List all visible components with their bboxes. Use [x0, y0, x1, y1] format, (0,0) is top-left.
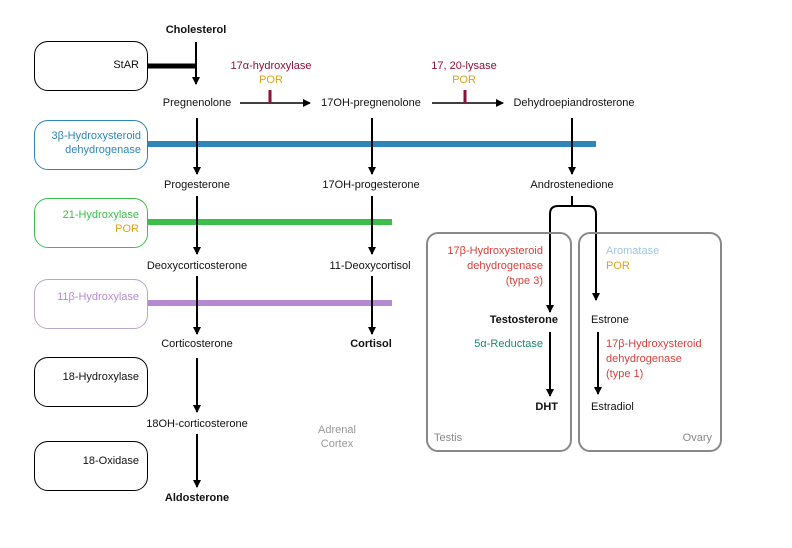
- lyase-por: POR: [452, 74, 476, 86]
- adrenal-label-line2: Cortex: [320, 438, 354, 450]
- oh17-progesterone-label: 17OH-progesterone: [322, 179, 420, 191]
- star-box: StAR: [34, 41, 148, 91]
- oh17-pregnenolone-label: 17OH-pregnenolone: [321, 97, 421, 109]
- hyd18-label: 18-Hydroxylase: [62, 371, 139, 383]
- hyd21-por: POR: [115, 223, 139, 235]
- testosterone-label: Testosterone: [489, 314, 558, 326]
- hydroxylase17a-label: 17α-hydroxylase: [230, 60, 312, 72]
- dhea-label: Dehydroepiandrosterone: [513, 97, 635, 109]
- dht-label: DHT: [535, 401, 558, 413]
- hsd17b3-line2: dehydrogenase: [467, 260, 543, 272]
- hsd3b-box: 3β-Hydroxysteroid dehydrogenase: [34, 120, 148, 170]
- hyd11-label: 11β-Hydroxylase: [57, 291, 139, 303]
- oh18-corticosterone-label: 18OH-corticosterone: [146, 418, 248, 430]
- deoxycortisol-label: 11-Deoxycortisol: [329, 260, 411, 272]
- oxidase18-box: 18-Oxidase: [34, 441, 148, 491]
- andro-split: [549, 196, 596, 300]
- aldosterone-label: Aldosterone: [164, 492, 230, 504]
- lyase-label: 17, 20-lysase: [431, 60, 497, 72]
- hydroxylase17a-por: POR: [259, 74, 283, 86]
- progesterone-label: Progesterone: [163, 179, 231, 191]
- testis-label: Testis: [434, 432, 463, 444]
- adrenal-label-line1: Adrenal: [318, 424, 356, 436]
- hsd17b1-line1: 17β-Hydroxysteroid: [606, 338, 702, 350]
- hyd18-box: 18-Hydroxylase: [34, 357, 148, 407]
- hsd3b-line1: 3β-Hydroxysteroid: [51, 130, 141, 142]
- hyd21-box: 21-Hydroxylase POR: [34, 198, 148, 248]
- star-label: StAR: [113, 59, 139, 71]
- hsd3b-line2: dehydrogenase: [65, 144, 141, 156]
- cholesterol-label: Cholesterol: [165, 24, 227, 36]
- hyd11-box: 11β-Hydroxylase: [34, 279, 148, 329]
- androstenedione-label: Androstenedione: [530, 179, 614, 191]
- hsd17b3-line1: 17β-Hydroxysteroid: [447, 245, 543, 257]
- hsd17b1-line3: (type 1): [606, 368, 644, 380]
- testis-region: [426, 232, 572, 452]
- oxidase18-label: 18-Oxidase: [82, 455, 139, 467]
- aromatase-label: Aromatase: [606, 245, 660, 257]
- ovary-region: [578, 232, 722, 452]
- cortisol-label: Cortisol: [350, 338, 392, 350]
- hsd17b1-line2: dehydrogenase: [606, 353, 682, 365]
- reductase5a-label: 5α-Reductase: [474, 338, 543, 350]
- hsd17b3-line3: (type 3): [505, 275, 543, 287]
- estradiol-label: Estradiol: [591, 401, 634, 413]
- corticosterone-label: Corticosterone: [161, 338, 233, 350]
- ovary-label: Ovary: [682, 432, 712, 444]
- aromatase-por: POR: [606, 260, 630, 272]
- hyd21-label: 21-Hydroxylase: [62, 209, 139, 221]
- pregnenolone-label: Pregnenolone: [162, 97, 232, 109]
- deoxycorticosterone-label: Deoxycorticosterone: [146, 260, 248, 272]
- estrone-label: Estrone: [591, 314, 629, 326]
